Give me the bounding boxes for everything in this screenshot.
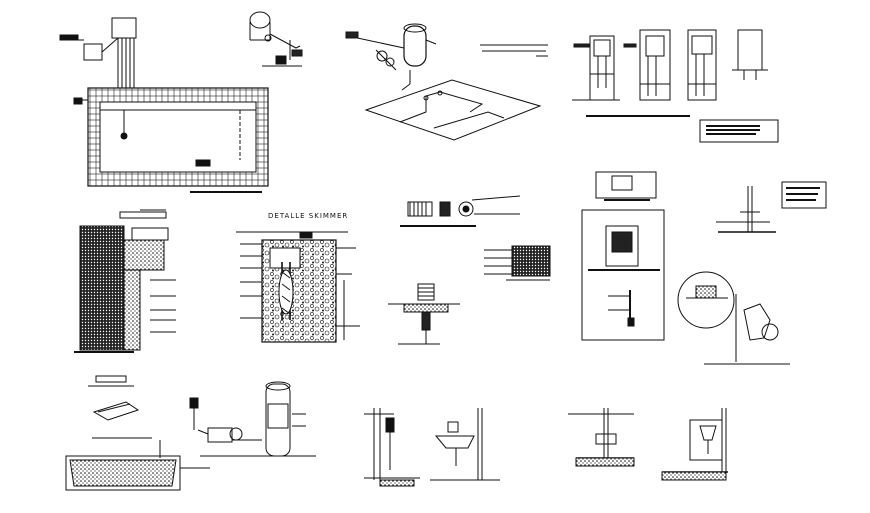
pool-plan-drawing: [59, 17, 269, 193]
machine-room-section: [581, 171, 665, 341]
lavatory-section: [661, 408, 728, 481]
equipment-section-details: [572, 29, 779, 143]
pool-cover-section: [65, 375, 210, 491]
fitting-parts-detail: [400, 195, 521, 227]
wc-fixture-section: [568, 408, 635, 467]
sink-drain-section: [430, 408, 500, 481]
pool-wall-section: [74, 209, 176, 353]
vent-pipe-detail: [716, 181, 827, 233]
skimmer-detail-title: DETALLE SKIMMER: [268, 212, 348, 220]
drain-grate-section: [388, 283, 460, 345]
skimmer-detail: DETALLE SKIMMER: [236, 212, 360, 343]
filter-pump-assembly: [189, 381, 316, 457]
callout-magnified-detail: [677, 271, 790, 365]
ground-gravel-section: [484, 245, 551, 281]
wall-pipe-section: [364, 408, 420, 487]
pump-isometric-sketch: [249, 11, 303, 67]
isometric-piping-diagram: [345, 23, 548, 141]
